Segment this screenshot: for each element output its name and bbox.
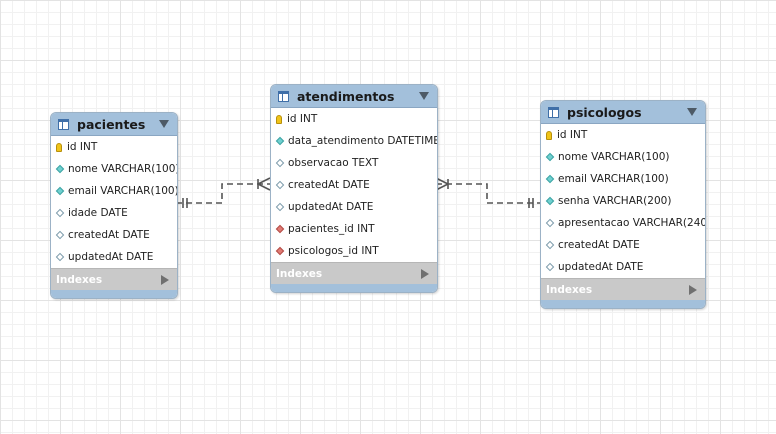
- not-null-column-icon: [546, 153, 555, 162]
- column-row[interactable]: createdAt DATE: [541, 234, 705, 256]
- indexes-label: Indexes: [546, 283, 593, 296]
- not-null-column-icon: [56, 187, 65, 196]
- table-icon: [278, 90, 289, 102]
- column-row[interactable]: updatedAt DATE: [271, 196, 437, 218]
- expand-arrow-icon[interactable]: [161, 274, 169, 285]
- indexes-label: Indexes: [276, 267, 323, 280]
- column-row[interactable]: createdAt DATE: [51, 224, 177, 246]
- column-label: apresentacao VARCHAR(240): [558, 217, 706, 229]
- column-label: observacao TEXT: [288, 157, 379, 169]
- nullable-column-icon: [276, 159, 285, 168]
- column-label: senha VARCHAR(200): [558, 195, 672, 207]
- table-psicologos[interactable]: psicologos id INT nome VARCHAR(100) email …: [540, 100, 706, 309]
- foreign-key-icon: [276, 247, 285, 256]
- column-label: nome VARCHAR(100): [558, 151, 670, 163]
- column-label: psicologos_id INT: [288, 245, 379, 257]
- foreign-key-icon: [276, 225, 285, 234]
- primary-key-icon: [56, 142, 62, 152]
- indexes-section[interactable]: Indexes: [541, 278, 705, 300]
- table-atendimentos[interactable]: atendimentos id INT data_atendimento DATE…: [270, 84, 438, 293]
- column-label: id INT: [557, 129, 588, 141]
- not-null-column-icon: [56, 165, 65, 174]
- column-row[interactable]: updatedAt DATE: [541, 256, 705, 278]
- rel-psicologos-atendimentos: [435, 177, 540, 208]
- column-row[interactable]: pacientes_id INT: [271, 218, 437, 240]
- expand-arrow-icon[interactable]: [421, 268, 429, 279]
- table-icon: [58, 118, 69, 130]
- column-label: createdAt DATE: [558, 239, 640, 251]
- column-row[interactable]: psicologos_id INT: [271, 240, 437, 262]
- table-name: pacientes: [77, 116, 146, 132]
- table-icon: [548, 106, 559, 118]
- column-label: idade DATE: [68, 207, 128, 219]
- column-row[interactable]: nome VARCHAR(100): [541, 146, 705, 168]
- column-label: updatedAt DATE: [68, 251, 154, 263]
- column-list: id INT nome VARCHAR(100) email VARCHAR(100…: [51, 136, 177, 268]
- primary-key-icon: [276, 114, 282, 124]
- column-row[interactable]: id INT: [271, 108, 437, 130]
- table-header[interactable]: psicologos: [541, 101, 705, 124]
- table-footer: [51, 290, 177, 298]
- nullable-column-icon: [56, 253, 65, 262]
- rel-pacientes-atendimentos: [176, 177, 271, 208]
- column-label: updatedAt DATE: [288, 201, 374, 213]
- table-pacientes[interactable]: pacientes id INT nome VARCHAR(100) email V…: [50, 112, 178, 299]
- column-label: email VARCHAR(100): [558, 173, 669, 185]
- column-label: id INT: [287, 113, 318, 125]
- indexes-label: Indexes: [56, 273, 103, 286]
- column-list: id INT data_atendimento DATETIME observaca…: [271, 108, 437, 262]
- expand-arrow-icon[interactable]: [689, 284, 697, 295]
- column-row[interactable]: apresentacao VARCHAR(240): [541, 212, 705, 234]
- collapse-arrow-icon[interactable]: [687, 108, 697, 116]
- column-row[interactable]: idade DATE: [51, 202, 177, 224]
- column-row[interactable]: observacao TEXT: [271, 152, 437, 174]
- column-label: createdAt DATE: [288, 179, 370, 191]
- column-row[interactable]: nome VARCHAR(100): [51, 158, 177, 180]
- collapse-arrow-icon[interactable]: [419, 92, 429, 100]
- table-header[interactable]: pacientes: [51, 113, 177, 136]
- indexes-section[interactable]: Indexes: [271, 262, 437, 284]
- column-row[interactable]: data_atendimento DATETIME: [271, 130, 437, 152]
- nullable-column-icon: [546, 241, 555, 250]
- table-header[interactable]: atendimentos: [271, 85, 437, 108]
- column-label: pacientes_id INT: [288, 223, 375, 235]
- collapse-arrow-icon[interactable]: [159, 120, 169, 128]
- table-name: psicologos: [567, 104, 642, 120]
- nullable-column-icon: [56, 209, 65, 218]
- nullable-column-icon: [56, 231, 65, 240]
- column-label: createdAt DATE: [68, 229, 150, 241]
- column-row[interactable]: email VARCHAR(100): [51, 180, 177, 202]
- nullable-column-icon: [276, 181, 285, 190]
- column-label: data_atendimento DATETIME: [288, 135, 438, 147]
- nullable-column-icon: [276, 203, 285, 212]
- primary-key-icon: [546, 130, 552, 140]
- column-label: nome VARCHAR(100): [68, 163, 178, 175]
- table-footer: [271, 284, 437, 292]
- nullable-column-icon: [546, 219, 555, 228]
- column-list: id INT nome VARCHAR(100) email VARCHAR(100…: [541, 124, 705, 278]
- column-row[interactable]: createdAt DATE: [271, 174, 437, 196]
- indexes-section[interactable]: Indexes: [51, 268, 177, 290]
- column-row[interactable]: id INT: [51, 136, 177, 158]
- not-null-column-icon: [546, 175, 555, 184]
- column-row[interactable]: id INT: [541, 124, 705, 146]
- table-footer: [541, 300, 705, 308]
- nullable-column-icon: [546, 263, 555, 272]
- column-label: updatedAt DATE: [558, 261, 644, 273]
- column-row[interactable]: updatedAt DATE: [51, 246, 177, 268]
- not-null-column-icon: [276, 137, 285, 146]
- column-row[interactable]: email VARCHAR(100): [541, 168, 705, 190]
- table-name: atendimentos: [297, 88, 395, 104]
- column-row[interactable]: senha VARCHAR(200): [541, 190, 705, 212]
- column-label: email VARCHAR(100): [68, 185, 178, 197]
- column-label: id INT: [67, 141, 98, 153]
- not-null-column-icon: [546, 197, 555, 206]
